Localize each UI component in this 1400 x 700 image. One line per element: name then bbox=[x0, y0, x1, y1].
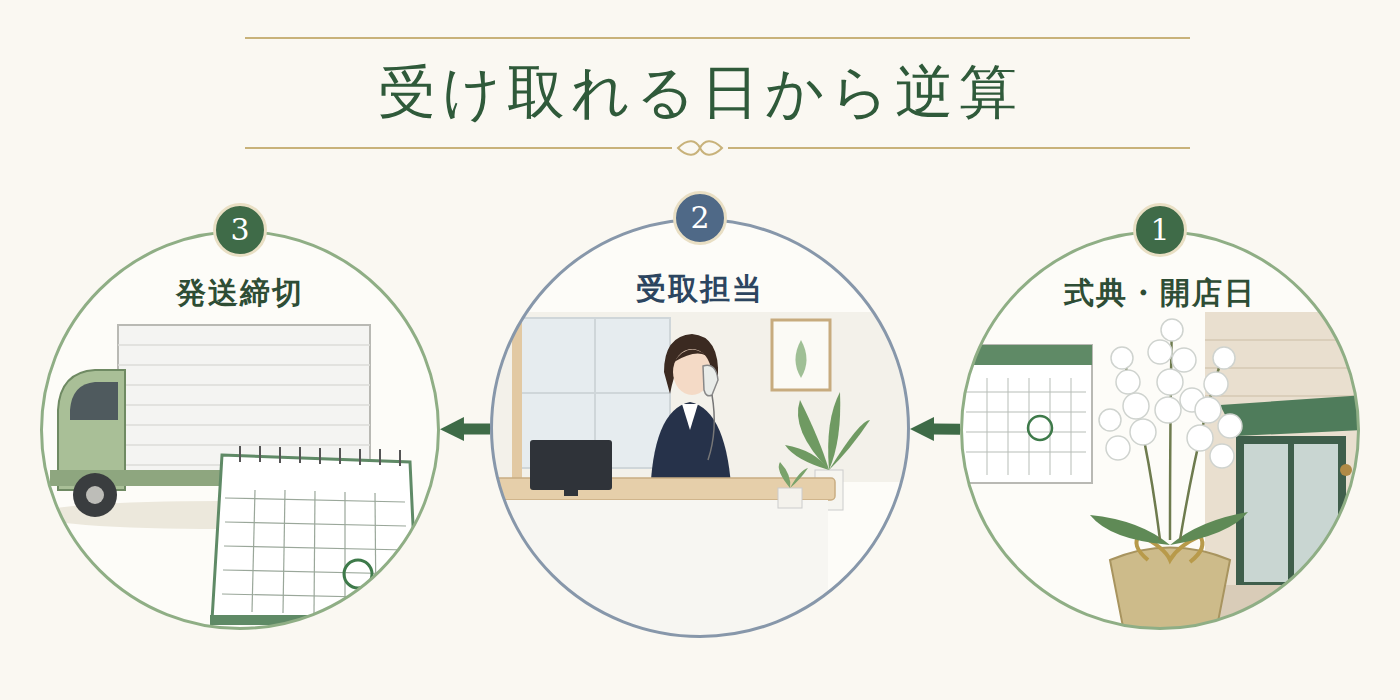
step-number: 3 bbox=[213, 203, 267, 257]
orchid-plant bbox=[1090, 319, 1248, 632]
title: 受け取れる日から逆算 bbox=[0, 58, 1400, 128]
reception-illustration bbox=[490, 312, 910, 640]
desk-calendar bbox=[210, 446, 420, 630]
ornament bbox=[678, 141, 722, 155]
storefront-illustration bbox=[1205, 312, 1365, 635]
step-circle: 1式典・開店日 bbox=[960, 230, 1360, 630]
title-rule bbox=[245, 147, 672, 149]
step-label: 受取担当 bbox=[493, 271, 907, 307]
step-label: 発送締切 bbox=[43, 275, 437, 311]
title-rule bbox=[728, 147, 1190, 149]
step-circle: 3発送締切 bbox=[40, 230, 440, 630]
step-number: 2 bbox=[673, 191, 727, 245]
title-rule bbox=[245, 37, 1190, 39]
step-number: 1 bbox=[1133, 203, 1187, 257]
flow-arrow bbox=[934, 424, 960, 435]
wall-calendar bbox=[960, 345, 1092, 483]
step-circle: 2受取担当 bbox=[490, 218, 910, 638]
step-label: 式典・開店日 bbox=[963, 275, 1357, 311]
flow-arrow bbox=[464, 423, 490, 434]
